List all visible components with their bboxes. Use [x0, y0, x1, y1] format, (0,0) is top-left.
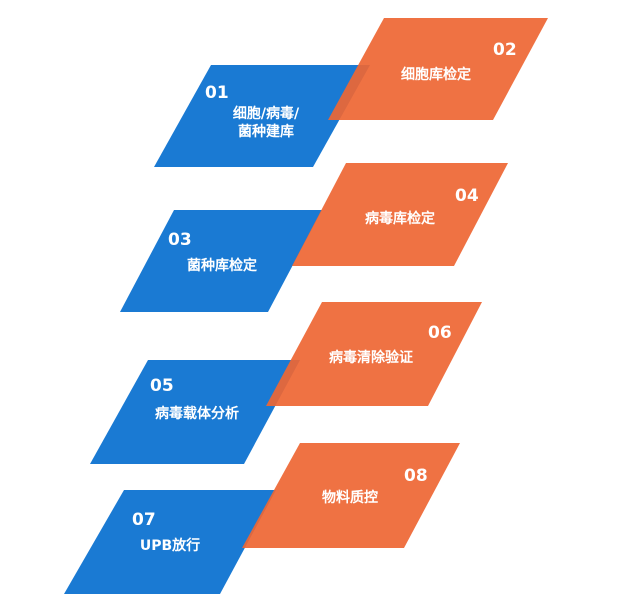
step-02-shape [328, 18, 548, 120]
step-08-number: 08 [404, 466, 428, 486]
step-05-number: 05 [150, 376, 174, 396]
step-02-number: 02 [493, 40, 517, 60]
step-04-number: 04 [455, 186, 479, 206]
step-06-label: 病毒清除验证 [329, 350, 413, 366]
step-01-label: 细胞/病毒/ 菌种建库 [232, 106, 300, 140]
step-03-label: 菌种库检定 [187, 258, 257, 274]
step-08-label: 物料质控 [322, 490, 378, 506]
step-05-shape [90, 360, 300, 464]
step-03-shape [120, 210, 322, 312]
step-06-shape [266, 302, 482, 406]
step-01-shape [154, 65, 370, 167]
step-07-shape [64, 490, 276, 594]
step-06-number: 06 [428, 323, 452, 343]
step-04-label: 病毒库检定 [365, 211, 435, 227]
step-04-shape [292, 163, 508, 266]
step-08-shape [242, 443, 460, 548]
step-07-number: 07 [132, 510, 156, 530]
step-03-number: 03 [168, 230, 192, 250]
step-02-label: 细胞库检定 [401, 67, 471, 83]
step-07-label: UPB放行 [139, 538, 201, 554]
step-05-label: 病毒载体分析 [155, 406, 239, 422]
step-01-number: 01 [205, 83, 229, 103]
